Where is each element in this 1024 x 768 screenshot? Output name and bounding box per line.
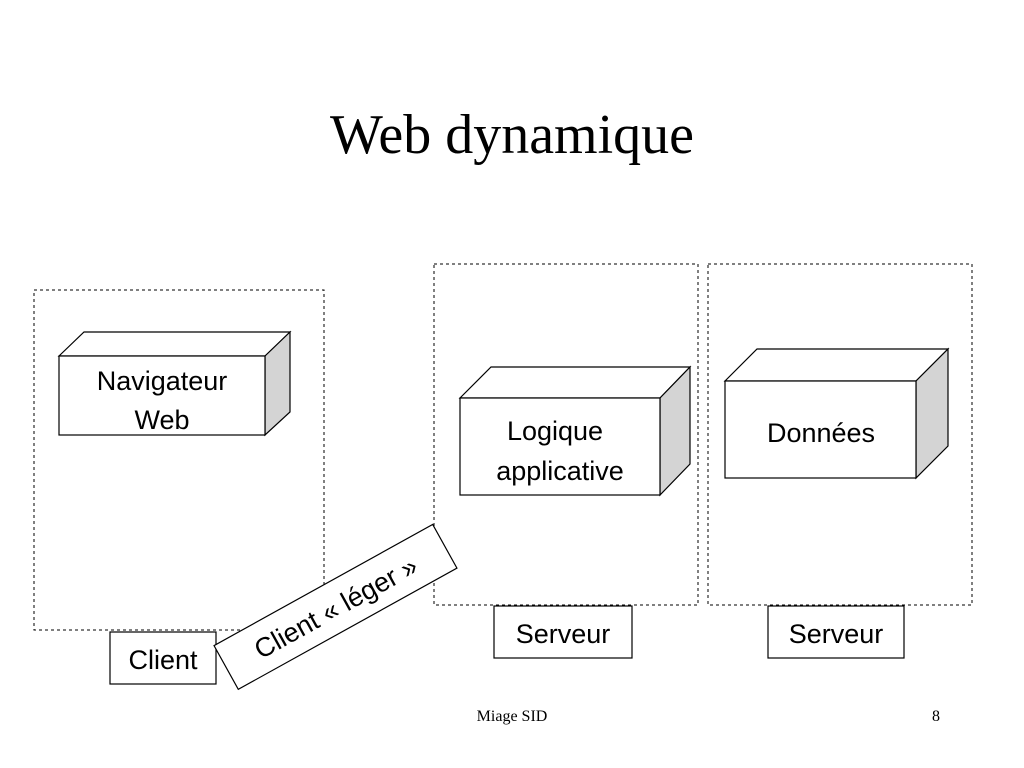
app-server-tier-label-text: Serveur [516,619,611,649]
app-server-tier-label: Serveur [493,605,633,659]
client-tier-label: Client [109,631,217,685]
footer-text: Miage SID [476,708,548,725]
page-number: 8 [932,708,940,725]
logic-node: Logique applicative [458,365,692,497]
data-node: Données [723,347,950,480]
slide-title: Web dynamique [329,104,695,166]
app-server-tier-container [433,263,699,606]
data-server-tier-container [707,263,973,606]
browser-node: Navigateur Web [57,330,292,437]
logic-label-line1: Logique [507,416,603,446]
data-server-tier-label: Serveur [767,605,905,659]
logic-label-line2: applicative [496,456,624,486]
thin-client-callout: Client « léger » [213,523,458,691]
data-server-tier-label-text: Serveur [789,619,884,649]
client-tier-container [33,289,325,631]
data-label: Données [767,418,875,448]
browser-label-line2: Web [134,405,189,435]
thin-client-callout-text: Client « léger » [249,551,422,665]
client-tier-label-text: Client [128,645,198,675]
browser-label-line1: Navigateur [97,366,228,396]
